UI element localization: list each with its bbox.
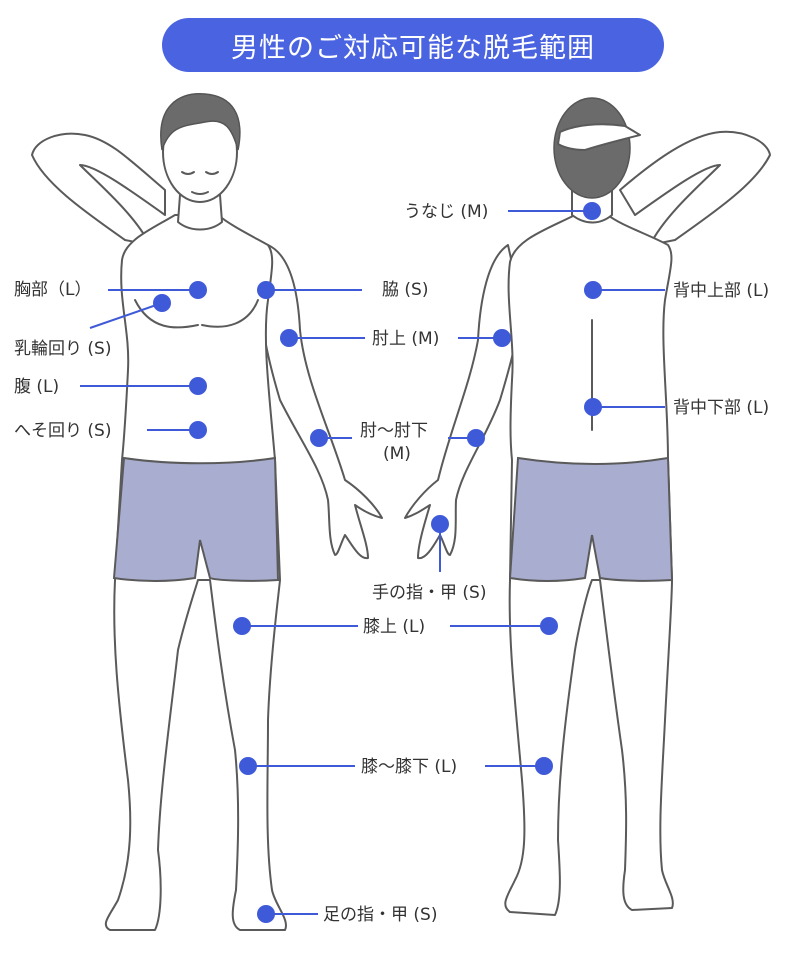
marker-upper-back (584, 281, 602, 299)
marker-areola (153, 294, 171, 312)
marker-forearm-back (467, 429, 485, 447)
marker-chest (189, 281, 207, 299)
front-lowered-arm (259, 244, 383, 560)
label-upper-arm: 肘上 (M) (372, 329, 439, 349)
marker-navel (189, 421, 207, 439)
label-areola: 乳輪回り (S) (14, 339, 111, 359)
back-hand-on-head (557, 123, 641, 151)
labels: 胸部（L） 乳輪回り (S) 腹 (L) へそ回り (S) 脇 (S) 肘上 (… (14, 202, 769, 925)
marker-nape (583, 202, 601, 220)
label-upper-back: 背中上部 (L) (673, 281, 769, 301)
marker-knee-up-back (540, 617, 558, 635)
front-raised-arm (31, 132, 166, 246)
marker-knee-down-front (239, 757, 257, 775)
marker-knee-up-front (233, 617, 251, 635)
label-armpit: 脇 (S) (382, 280, 428, 300)
label-lower-back: 背中下部 (L) (673, 398, 769, 418)
front-figure (31, 93, 383, 931)
marker-upper-arm-back (493, 329, 511, 347)
label-navel: へそ回り (S) (14, 421, 111, 441)
label-abdomen: 腹 (L) (14, 377, 59, 397)
label-forearm: 肘〜肘下 (360, 421, 428, 441)
label-chest: 胸部（L） (14, 280, 91, 300)
markers (80, 202, 665, 923)
label-knee-up: 膝上 (L) (363, 617, 425, 637)
label-nape: うなじ (M) (404, 202, 488, 222)
page-title: 男性のご対応可能な脱毛範囲 (162, 18, 664, 72)
marker-knee-down-back (535, 757, 553, 775)
front-shorts (112, 456, 280, 582)
marker-abdomen (189, 377, 207, 395)
label-knee-down: 膝〜膝下 (L) (361, 757, 457, 777)
back-shorts (508, 456, 674, 582)
back-raised-arm (619, 130, 771, 246)
marker-upper-arm-front (280, 329, 298, 347)
label-forearm-size: (M) (383, 444, 411, 464)
marker-fingers (431, 515, 449, 533)
marker-lower-back (584, 398, 602, 416)
front-neck (177, 194, 223, 231)
label-toes: 足の指・甲 (S) (323, 905, 437, 925)
marker-forearm-front (310, 429, 328, 447)
marker-toes (257, 905, 275, 923)
back-figure (404, 97, 771, 916)
marker-armpit (257, 281, 275, 299)
label-fingers: 手の指・甲 (S) (372, 583, 486, 603)
front-hair (160, 93, 241, 151)
